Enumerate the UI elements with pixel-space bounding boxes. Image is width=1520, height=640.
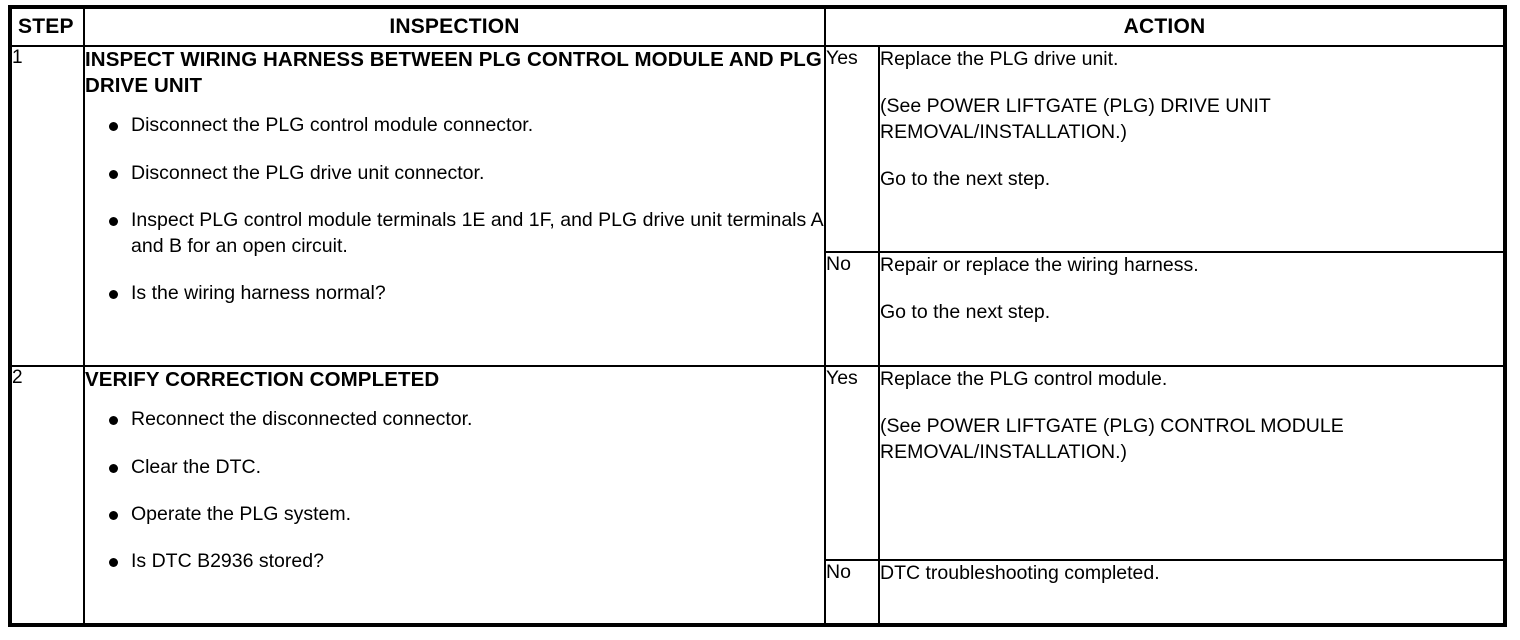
column-header-step: STEP	[9, 6, 85, 47]
list-item-text: Disconnect the PLG drive unit connector.	[131, 161, 485, 184]
action-next-step: Go to the next step.	[880, 168, 1051, 191]
table-row: No Repair or replace the wiring harness.…	[10, 251, 1507, 367]
bullet-dot-icon	[109, 289, 118, 299]
bullet-dot-icon	[109, 122, 118, 132]
bullet-dot-icon	[109, 510, 118, 520]
bullet-dot-icon	[109, 463, 118, 473]
list-item: Disconnect the PLG drive unit connector.	[85, 161, 824, 186]
list-item: Disconnect the PLG control module connec…	[85, 113, 824, 138]
bullet-dot-icon	[109, 416, 118, 426]
table-body: 1 INSPECT WIRING HARNESS BETWEEN PLG CON…	[9, 45, 1507, 626]
inspection-title-step-1: INSPECT WIRING HARNESS BETWEEN PLG CONTR…	[85, 48, 822, 98]
action-reference: (See POWER LIFTGATE (PLG) CONTROL MODULE…	[880, 415, 1344, 463]
branch-label-step-2-no: No	[824, 559, 880, 626]
list-item: Reconnect the disconnected connector.	[85, 407, 824, 432]
inspection-title-step-2: VERIFY CORRECTION COMPLETED	[85, 368, 440, 391]
bullet-dot-icon	[109, 169, 118, 179]
header-row: STEP INSPECTION ACTION	[9, 6, 1507, 47]
action-cell-step-1-yes: Replace the PLG drive unit. (See POWER L…	[877, 45, 1507, 253]
inspection-bullet-list-step-1: Disconnect the PLG control module connec…	[85, 113, 824, 306]
action-next-step: Go to the next step.	[880, 301, 1051, 324]
list-item-text: Operate the PLG system.	[131, 502, 352, 525]
table-row: 2 VERIFY CORRECTION COMPLETED Reconnect …	[9, 365, 1507, 626]
list-item-text: Disconnect the PLG control module connec…	[131, 114, 534, 137]
action-text: Repair or replace the wiring harness.	[880, 254, 1199, 276]
list-item-text: Is the wiring harness normal?	[131, 281, 386, 304]
action-text: Replace the PLG control module.	[880, 368, 1168, 390]
inspection-bullet-list-step-2: Reconnect the disconnected connector. Cl…	[85, 407, 824, 574]
branch-label-step-1-no: No	[824, 251, 880, 367]
list-item-text: Reconnect the disconnected connector.	[131, 408, 473, 431]
inspection-cell-step-1: INSPECT WIRING HARNESS BETWEEN PLG CONTR…	[83, 45, 826, 367]
list-item-text: Is DTC B2936 stored?	[131, 550, 324, 573]
list-item: Is the wiring harness normal?	[85, 281, 824, 306]
column-header-inspection: INSPECTION	[83, 6, 826, 47]
bullet-dot-icon	[109, 558, 118, 568]
action-reference: (See POWER LIFTGATE (PLG) DRIVE UNIT REM…	[880, 95, 1271, 143]
column-header-action: ACTION	[823, 6, 1507, 47]
list-item: Operate the PLG system.	[85, 502, 824, 527]
bullet-dot-icon	[109, 217, 118, 227]
branch-label-step-1-yes: Yes	[824, 45, 880, 253]
list-item: Clear the DTC.	[85, 455, 824, 480]
dtc-troubleshooting-table: STEP INSPECTION ACTION 1 INSPECT WIRING …	[8, 5, 1508, 627]
action-text: DTC troubleshooting completed.	[880, 562, 1160, 584]
list-item-text: Inspect PLG control module terminals 1E …	[131, 209, 823, 257]
list-item-text: Clear the DTC.	[131, 455, 262, 478]
inspection-cell-step-2: VERIFY CORRECTION COMPLETED Reconnect th…	[83, 365, 826, 626]
action-cell-step-2-yes: Replace the PLG control module. (See POW…	[877, 365, 1507, 561]
action-cell-step-2-no: DTC troubleshooting completed.	[877, 559, 1507, 626]
action-cell-step-1-no: Repair or replace the wiring harness. Go…	[877, 251, 1507, 367]
table-row: 1 INSPECT WIRING HARNESS BETWEEN PLG CON…	[9, 45, 1507, 367]
action-text: Replace the PLG drive unit.	[880, 48, 1119, 70]
list-item: Is DTC B2936 stored?	[85, 549, 824, 574]
table-row: No DTC troubleshooting completed.	[10, 559, 1507, 626]
step-number-2: 2	[9, 365, 85, 626]
table-header: STEP INSPECTION ACTION	[9, 6, 1507, 47]
list-item: Inspect PLG control module terminals 1E …	[85, 208, 824, 259]
step-number-1: 1	[9, 45, 85, 367]
branch-label-step-2-yes: Yes	[824, 365, 880, 561]
